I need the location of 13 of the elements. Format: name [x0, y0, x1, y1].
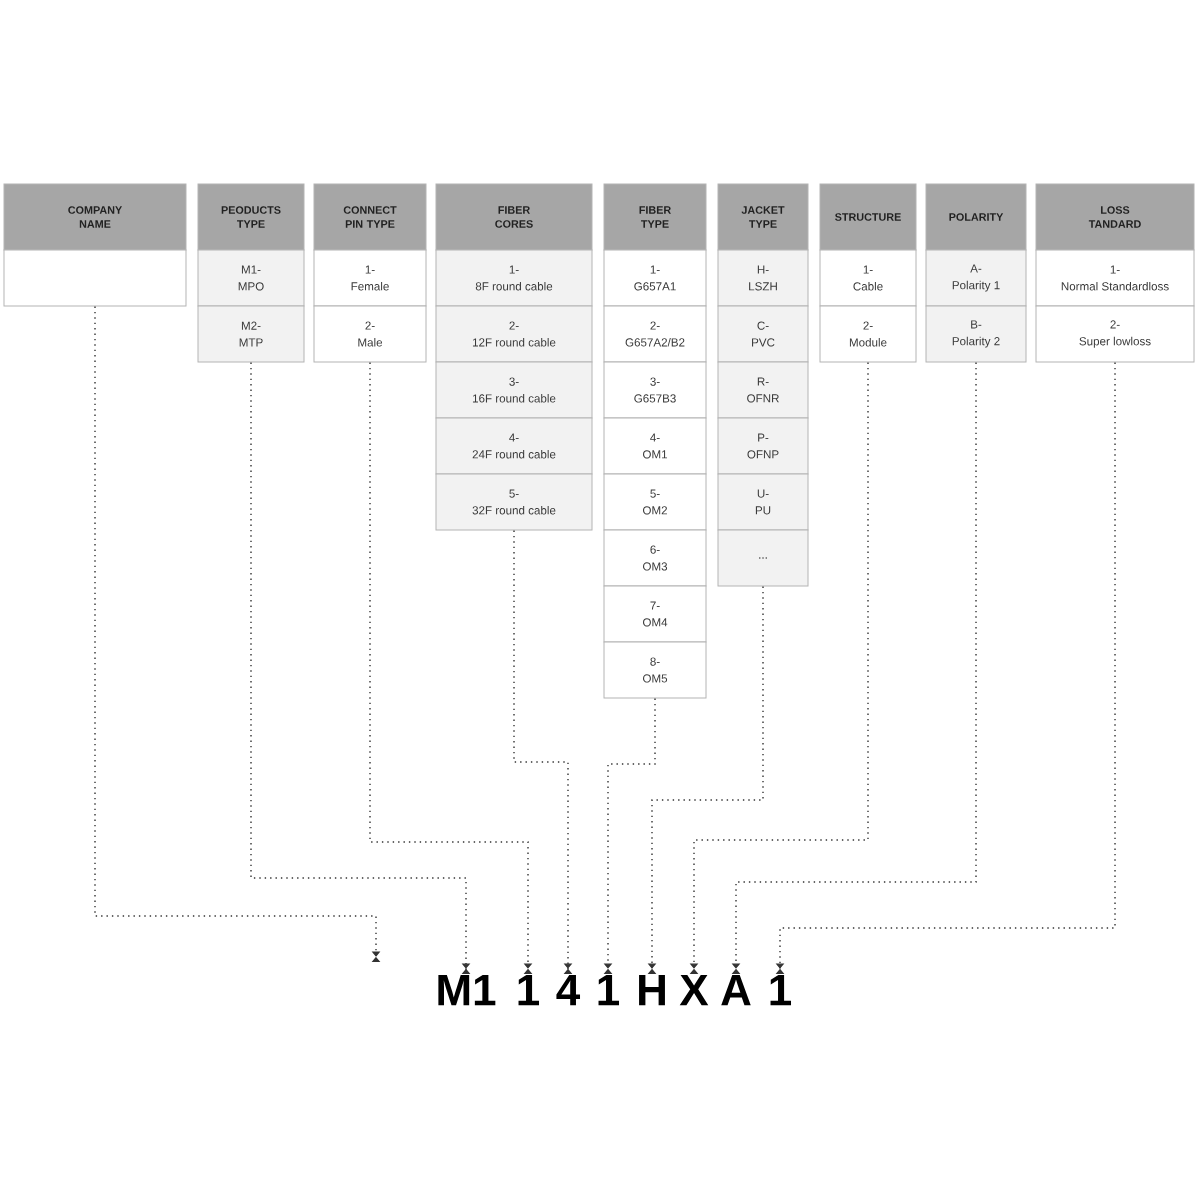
connector-arrow — [369, 361, 533, 974]
connector-arrow — [513, 529, 573, 974]
code-character: 1 — [518, 974, 539, 1006]
code-character: H — [639, 974, 665, 1006]
code-character: M1 — [438, 974, 496, 1006]
code-character: X — [679, 974, 709, 1006]
connector-arrow — [94, 305, 381, 962]
code-character: 1 — [770, 974, 791, 1006]
table-cell — [3, 249, 187, 307]
code-character: 4 — [556, 974, 580, 1006]
connector-arrow — [250, 361, 471, 974]
code-character: A — [721, 974, 751, 1006]
code-character: 1 — [598, 974, 619, 1006]
